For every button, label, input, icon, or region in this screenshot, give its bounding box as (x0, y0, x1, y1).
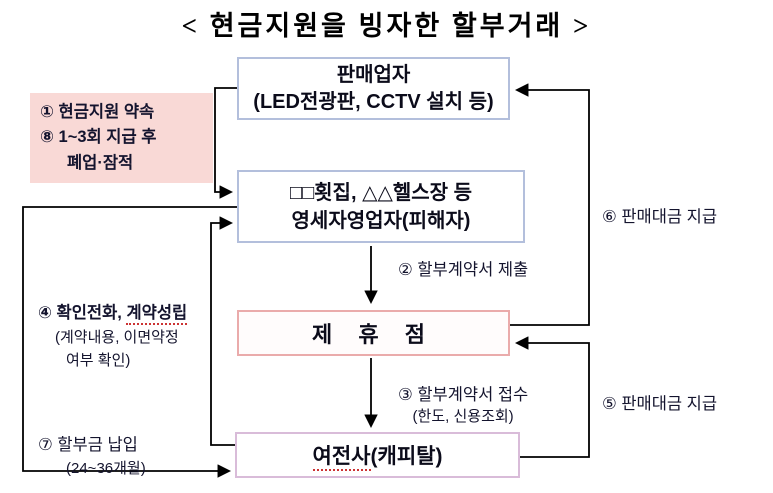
arrow-merchant-to-capital (22, 206, 237, 478)
arrow-seller-to-merchant (214, 87, 237, 199)
step4-confirmation-call-label: ④ 확인전화, 계약성립 (계약내용, 이면약정 여부 확인) (38, 299, 188, 370)
arrow-capital-to-partner (514, 336, 590, 458)
capital-rest-text: (캐피탈) (370, 445, 443, 468)
promise-line3: 폐업·잠적 (67, 153, 134, 172)
step2-contract-submit-label: ② 할부계약서 제출 (398, 261, 529, 279)
step4-line3: 여부 확인) (66, 352, 131, 369)
promise-line1: ① 현금지원 약속 (40, 102, 155, 121)
step7-line2: (24~36개월) (66, 460, 146, 477)
arrow-capital-to-merchant (210, 216, 235, 446)
capital-company-box: 여전사(캐피탈) (235, 432, 520, 478)
cash-promise-note: ① 현금지원 약속 ⑧ 1~3회 지급 후 폐업·잠적 (30, 93, 213, 183)
step4-line1: ④ 확인전화, 계약성립 (38, 299, 188, 325)
merchant-examples: □□횟집, △△헬스장 등 (290, 181, 472, 204)
seller-detail: (LED전광판, CCTV 설치 등) (253, 90, 494, 113)
seller-name: 판매업자 (336, 63, 411, 86)
step3-line1: ③ 할부계약서 접수 (398, 386, 529, 404)
step6-payment-label: ⑥ 판매대금 지급 (602, 208, 718, 226)
step4-prefix: ④ 확인전화, (38, 304, 127, 322)
capital-underlined-text: 여전사 (312, 445, 371, 471)
arrow-partner-to-seller (510, 83, 590, 326)
step4-underlined-text: 계약성립 (126, 304, 188, 325)
merchant-name: 영세자영업자(피해자) (291, 209, 471, 232)
partner-store-name: 제 휴 점 (312, 322, 435, 347)
step3-line2: (한도, 신용조회) (412, 408, 514, 425)
step3-contract-receive-label: ③ 할부계약서 접수 (한도, 신용조회) (398, 381, 528, 426)
capital-company-name: 여전사(캐피탈) (312, 440, 443, 471)
merchant-box: □□횟집, △△헬스장 등 영세자영업자(피해자) (237, 170, 525, 243)
promise-line2: ⑧ 1~3회 지급 후 (40, 128, 157, 147)
step7-installment-payment-label: ⑦ 할부금 납입 (24~36개월) (38, 431, 146, 478)
seller-box: 판매업자 (LED전광판, CCTV 설치 등) (237, 57, 510, 120)
step4-line2: (계약내용, 이면약정 (55, 329, 179, 346)
partner-store-box: 제 휴 점 (237, 310, 510, 356)
step7-line1: ⑦ 할부금 납입 (38, 436, 138, 454)
step5-payment-label: ⑤ 판매대금 지급 (602, 395, 718, 413)
diagram-title: < 현금지원을 빙자한 할부거래 > (181, 11, 592, 41)
